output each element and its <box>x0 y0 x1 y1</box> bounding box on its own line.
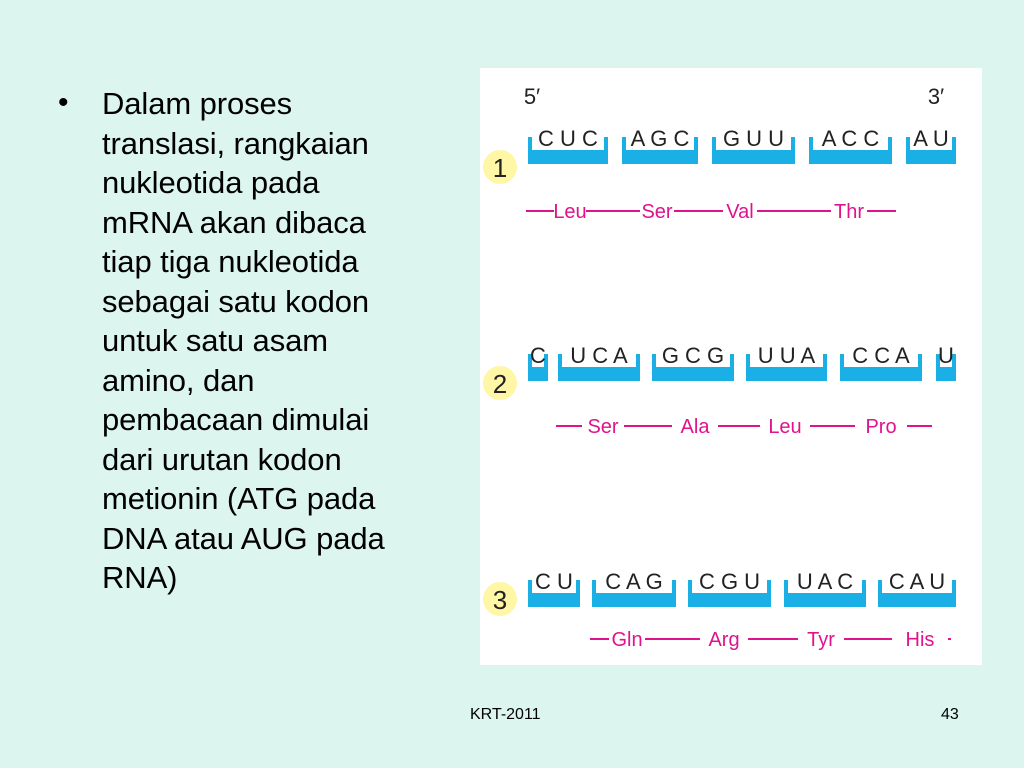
codon-tick-right <box>952 137 956 151</box>
frame-number: 3 <box>493 585 507 615</box>
codon-tick-left <box>936 354 940 368</box>
codon-tick-right <box>636 354 640 368</box>
frame-number: 1 <box>493 153 507 183</box>
codon-bar <box>528 367 548 381</box>
codon-tick-left <box>712 137 716 151</box>
codon-tick-right <box>952 580 956 594</box>
codon-tick-left <box>840 354 844 368</box>
codon-tick-right <box>672 580 676 594</box>
codon-tick-left <box>528 580 532 594</box>
codon-bar <box>746 367 827 381</box>
codon-tick-right <box>862 580 866 594</box>
codon-tick-right <box>767 580 771 594</box>
codon-label: G U U <box>723 126 784 151</box>
codon-tick-right <box>918 354 922 368</box>
codon-label: C <box>530 343 546 368</box>
amino-acid-label: Leu <box>553 201 586 223</box>
codon-tick-left <box>688 580 692 594</box>
codon-bar <box>809 150 892 164</box>
codon-label: U <box>938 343 954 368</box>
codon-tick-right <box>694 137 698 151</box>
codon-bar <box>528 593 580 607</box>
codon-label: C A G <box>605 569 662 594</box>
bullet-list: • Dalam proses translasi, rangkaian nukl… <box>58 84 458 598</box>
amino-acid-label: His <box>906 629 935 651</box>
amino-acid-label: Tyr <box>807 629 835 651</box>
codon-bar <box>688 593 771 607</box>
codon-bar <box>558 367 640 381</box>
codon-label: U U A <box>758 343 816 368</box>
codon-tick-left <box>528 354 532 368</box>
codon-label: C U C <box>538 126 598 151</box>
codon-tick-right <box>730 354 734 368</box>
codon-label: A C C <box>822 126 880 151</box>
codon-tick-left <box>746 354 750 368</box>
codon-tick-left <box>809 137 813 151</box>
codon-tick-left <box>652 354 656 368</box>
frame-number-badge <box>483 150 517 184</box>
codon-label: A G C <box>631 126 690 151</box>
page-number: 43 <box>941 706 959 723</box>
codon-tick-left <box>592 580 596 594</box>
codon-bar <box>878 593 956 607</box>
frame-number: 2 <box>493 369 507 399</box>
codon-bar <box>592 593 676 607</box>
amino-acid-label: Thr <box>834 201 864 223</box>
codon-tick-right <box>604 137 608 151</box>
amino-acid-label: Leu <box>768 416 801 438</box>
five-prime-label: 5′ <box>524 84 540 109</box>
codon-bar <box>840 367 922 381</box>
codon-label: U C A <box>570 343 628 368</box>
codon-tick-right <box>791 137 795 151</box>
codon-label: C C A <box>852 343 910 368</box>
codon-label: C U <box>535 569 573 594</box>
codon-tick-left <box>784 580 788 594</box>
codon-tick-right <box>952 354 956 368</box>
amino-acid-label: Pro <box>865 416 896 438</box>
codon-label: C G U <box>699 569 760 594</box>
codon-label: U A C <box>797 569 853 594</box>
bullet-marker: • <box>58 86 69 119</box>
codon-tick-right <box>823 354 827 368</box>
codon-bar <box>712 150 795 164</box>
amino-acid-label: Val <box>726 201 753 223</box>
codon-tick-left <box>558 354 562 368</box>
amino-acid-label: Arg <box>708 629 739 651</box>
bullet-text: Dalam proses translasi, rangkaian nukleo… <box>102 86 385 595</box>
frame-number-badge <box>483 366 517 400</box>
codon-bar <box>652 367 734 381</box>
amino-acid-label: Gln <box>611 629 642 651</box>
codon-tick-right <box>576 580 580 594</box>
codon-bar <box>906 150 956 164</box>
codon-tick-left <box>878 580 882 594</box>
codon-label: G C G <box>662 343 724 368</box>
footer-label: KRT-2011 <box>470 706 541 723</box>
codon-tick-right <box>544 354 548 368</box>
codon-bar <box>784 593 866 607</box>
codon-label: C A U <box>889 569 945 594</box>
amino-acid-label: Ser <box>587 416 618 438</box>
frame-number-badge <box>483 582 517 616</box>
codon-bar <box>528 150 608 164</box>
codon-tick-left <box>622 137 626 151</box>
codon-bar <box>622 150 698 164</box>
codon-tick-left <box>528 137 532 151</box>
amino-acid-label: Ala <box>681 416 711 438</box>
amino-acid-label: Ser <box>641 201 672 223</box>
codon-bar <box>936 367 956 381</box>
codon-label: A U <box>913 126 948 151</box>
three-prime-label: 3′ <box>928 84 944 109</box>
codon-tick-left <box>906 137 910 151</box>
codon-tick-right <box>888 137 892 151</box>
